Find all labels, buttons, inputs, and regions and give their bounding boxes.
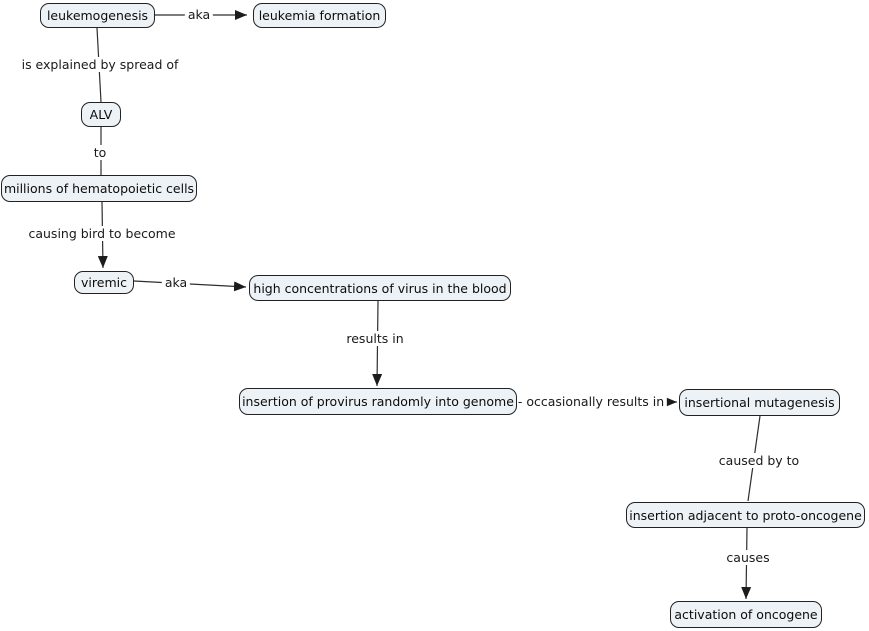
edge-label-to[interactable]: to — [90, 145, 110, 160]
node-leukemogenesis[interactable]: leukemogenesis — [40, 3, 155, 28]
node-viremic[interactable]: viremic — [74, 271, 134, 294]
node-leukemia-formation[interactable]: leukemia formation — [253, 3, 386, 28]
edge-label-is-explained-by-spread-of[interactable]: is explained by spread of — [18, 57, 182, 72]
edge-label-aka-high-concentrations[interactable]: aka — [161, 275, 191, 290]
node-millions-of-hematopoietic-cells[interactable]: millions of hematopoietic cells — [1, 175, 197, 202]
node-insertion-adjacent-to-proto-oncogene[interactable]: insertion adjacent to proto-oncogene — [626, 502, 865, 528]
edge-label-results-in[interactable]: results in — [343, 331, 407, 346]
node-insertional-mutagenesis[interactable]: insertional mutagenesis — [679, 389, 840, 416]
edge-label-caused-by-to[interactable]: caused by to — [715, 453, 803, 468]
edge-label-causing-bird-to-become[interactable]: causing bird to become — [25, 226, 179, 241]
node-alv[interactable]: ALV — [81, 102, 121, 127]
node-activation-of-oncogene[interactable]: activation of oncogene — [670, 601, 822, 628]
edge-label-occasionally-results-in[interactable]: - occasionally results in — [514, 394, 668, 409]
node-high-concentrations-of-virus[interactable]: high concentrations of virus in the bloo… — [249, 275, 511, 301]
edge-label-aka-leukemia-formation[interactable]: aka — [184, 7, 214, 22]
edge-label-causes[interactable]: causes — [723, 550, 773, 565]
node-insertion-of-provirus[interactable]: insertion of provirus randomly into geno… — [239, 388, 517, 415]
